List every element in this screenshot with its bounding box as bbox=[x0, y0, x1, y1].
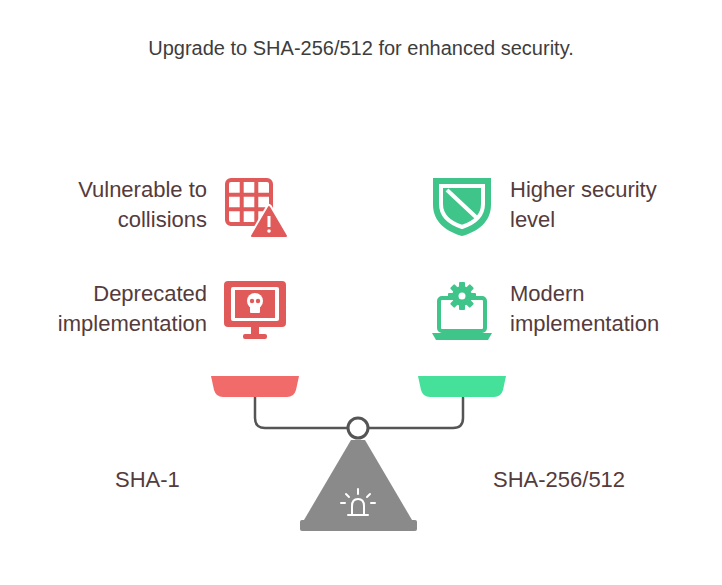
warning-icon bbox=[252, 207, 286, 236]
feature-label: Deprecated implementation bbox=[17, 279, 207, 339]
feature-label: Modern implementation bbox=[510, 279, 690, 339]
algorithm-label: SHA-1 bbox=[115, 465, 235, 495]
modern-laptop-icon bbox=[432, 282, 492, 340]
balance-foot bbox=[300, 520, 417, 531]
algorithm-label: SHA-256/512 bbox=[493, 465, 693, 495]
alarm-light-symbol bbox=[341, 489, 375, 515]
balance-base bbox=[304, 440, 412, 520]
deprecated-monitor-icon bbox=[224, 281, 286, 339]
feature-label: Vulnerable to collisions bbox=[17, 175, 207, 235]
left-pan bbox=[211, 376, 299, 397]
title: Upgrade to SHA-256/512 for enhanced secu… bbox=[0, 36, 722, 60]
shield-icon bbox=[433, 178, 491, 236]
right-pan bbox=[418, 376, 506, 397]
balance-pivot bbox=[348, 418, 368, 438]
feature-label: Higher security level bbox=[510, 175, 690, 235]
